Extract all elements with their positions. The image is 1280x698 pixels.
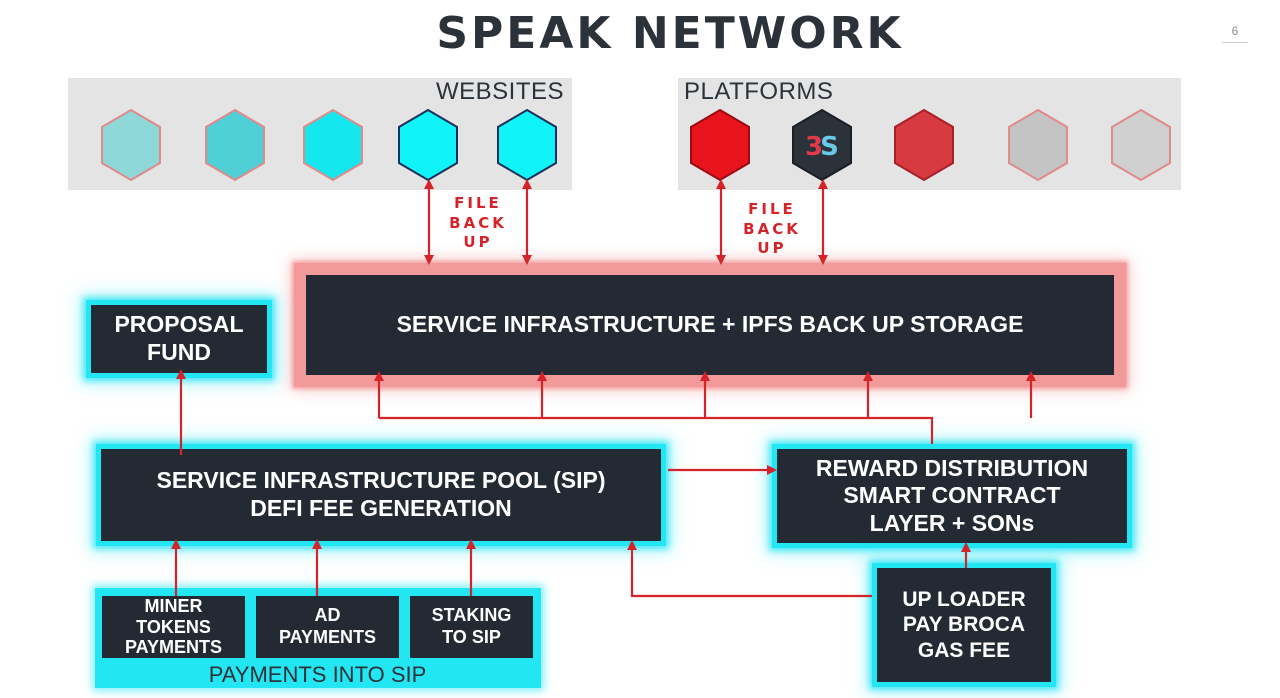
platform-hexagon[interactable] <box>1007 108 1069 182</box>
page-title: SPEAK NETWORK <box>436 8 904 59</box>
uploader-to-sip-arrow <box>627 540 872 598</box>
reward-to-storage-connector <box>379 416 934 444</box>
staking-to-sip-box[interactable]: STAKING TO SIP <box>410 596 533 658</box>
file-backup-label-platforms: FILE BACK UP <box>743 200 801 257</box>
3speak-logo-icon: 3S <box>805 132 839 162</box>
platforms-label: PLATFORMS <box>684 78 834 105</box>
sip-box[interactable]: SERVICE INFRASTRUCTURE POOL (SIP) DEFI F… <box>96 444 666 546</box>
page-number: 6 <box>1222 24 1248 43</box>
uploader-box[interactable]: UP LOADER PAY BROCA GAS FEE <box>872 563 1056 687</box>
website-hexagon[interactable] <box>302 108 364 182</box>
platform-3speak-hexagon[interactable]: 3S <box>791 108 853 182</box>
miner-tokens-payments-box[interactable]: MINER TOKENS PAYMENTS <box>102 596 245 658</box>
platform-hexagon[interactable] <box>1110 108 1172 182</box>
payments-into-sip-label: PAYMENTS INTO SIP <box>208 662 427 687</box>
service-infrastructure-storage-box[interactable]: SERVICE INFRASTRUCTURE + IPFS BACK UP ST… <box>294 263 1126 387</box>
website-hexagon[interactable] <box>204 108 266 182</box>
websites-label: WEBSITES <box>436 78 565 105</box>
platform-hexagon[interactable] <box>893 108 955 182</box>
file-backup-label-websites: FILE BACK UP <box>449 194 507 251</box>
reward-distribution-box[interactable]: REWARD DISTRIBUTION SMART CONTRACT LAYER… <box>772 444 1132 548</box>
ad-payments-box[interactable]: AD PAYMENTS <box>256 596 399 658</box>
website-hexagon[interactable] <box>100 108 162 182</box>
